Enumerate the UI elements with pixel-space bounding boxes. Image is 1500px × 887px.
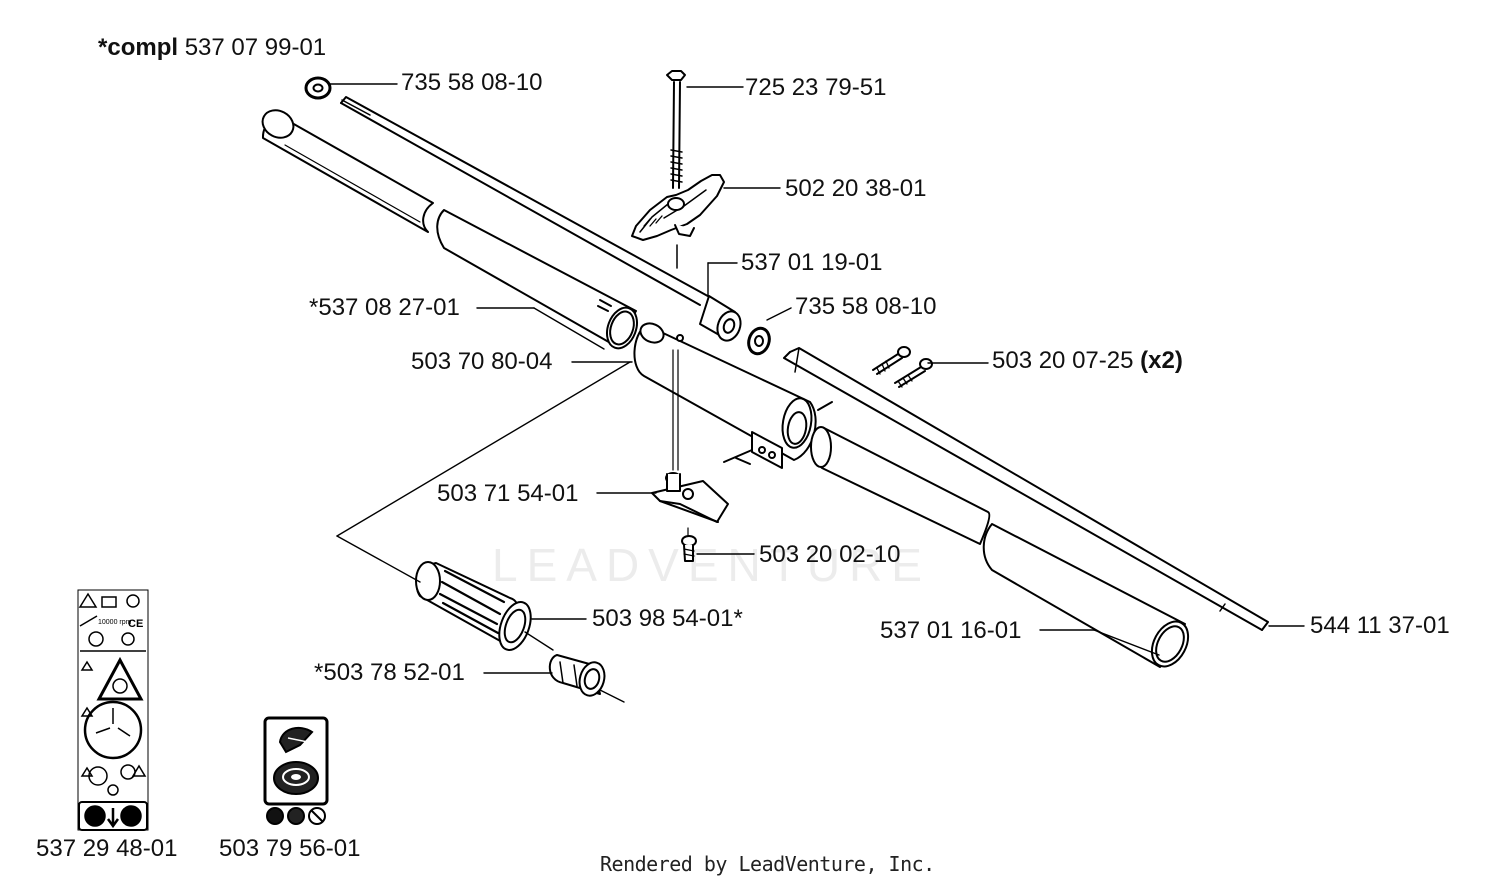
clamp-housing [633,322,833,469]
part-label-ring: *503 78 52-01 [314,659,465,686]
part-label-washer-mid: 735 58 08-10 [795,293,937,320]
part-label-washer-top: 735 58 08-10 [401,69,543,96]
part-label-drive-shaft: 544 11 37-01 [1310,612,1450,639]
upper-tube-part-a [261,109,434,233]
rpm-text: 10000 rpm [98,619,132,626]
part-label-tube-lower: 537 01 16-01 [880,617,1022,644]
part-label-bushing: 537 01 19-01 [741,249,883,276]
watermark: LEADVENTURE [492,539,931,591]
part-label-tube-upper: *537 08 27-01 [309,294,460,321]
bushing [699,295,742,342]
ce-text: CE [128,618,143,630]
trimmer-decal [263,716,329,825]
bolt [666,70,686,269]
screws [872,346,933,388]
part-label-screws: 503 20 07-25 (x2) [992,347,1183,375]
assembly-lines [336,361,631,703]
part-label-knob: 502 20 38-01 [785,175,927,202]
lower-tube-part-a [810,426,991,545]
screws-number: 503 20 07-25 [992,347,1134,374]
drive-shaft-lower [783,347,1269,631]
washer-top [304,76,332,100]
washer-mid [747,326,771,356]
part-label-screw-small: 503 20 02-10 [759,541,901,568]
assembly-number: 537 07 99-01 [184,34,327,61]
part-label-grip: 503 98 54-01* [592,605,743,632]
grip [415,561,532,651]
bracket [651,349,729,523]
assembly-label: *compl 537 07 99-01 [98,34,326,62]
assembly-prefix: *compl [98,34,179,61]
upper-tube-part-b [436,209,638,350]
ring [548,654,606,697]
lower-tube-part-b [982,523,1190,668]
footer-credit: Rendered by LeadVenture, Inc. [600,852,935,876]
leader-lines [329,83,1305,674]
small-screw [681,527,697,562]
part-label-clamp: 503 70 80-04 [411,348,553,375]
knob [631,174,725,241]
part-label-bolt: 725 23 79-51 [745,74,887,101]
part-label-decal-warning: 537 29 48-01 [36,835,178,862]
screws-qty: (x2) [1140,347,1183,374]
drive-shaft-upper [340,96,716,306]
part-label-decal-trimmer: 503 79 56-01 [219,835,361,862]
warning-decal: 10000 rpm CE [77,589,149,831]
part-label-bracket: 503 71 54-01 [437,480,579,507]
